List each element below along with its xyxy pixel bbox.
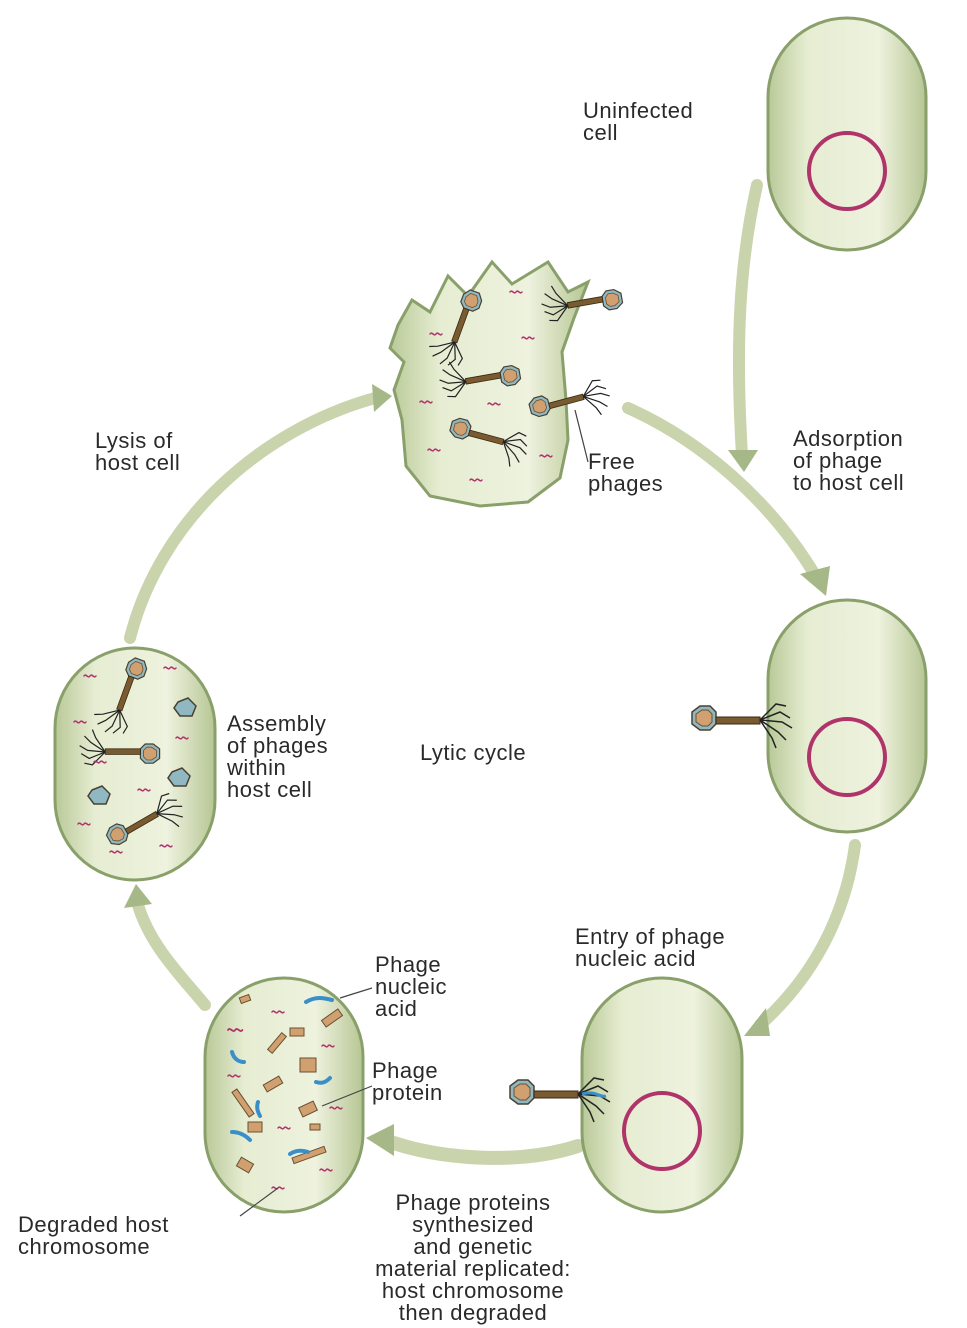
adsorption-cell bbox=[692, 600, 926, 832]
arrowhead-assembly-to-lysis bbox=[372, 384, 392, 412]
label-entry: Entry of phage nucleic acid bbox=[575, 926, 725, 970]
arrowhead-synthesis-to-assembly bbox=[124, 884, 152, 908]
label-phage-nucleic-acid: Phage nucleic acid bbox=[375, 954, 447, 1020]
uninfected-cell bbox=[768, 18, 926, 250]
label-synthesis: Phage proteins synthesized and genetic m… bbox=[318, 1192, 628, 1324]
arrow-uninfected-to-adsorption bbox=[739, 185, 757, 455]
arrowhead-free-to-attached bbox=[800, 566, 830, 596]
arrow-attached-to-entry bbox=[760, 845, 855, 1025]
arrow-entry-to-synthesis bbox=[385, 1140, 578, 1158]
entry-cell bbox=[510, 978, 742, 1212]
diagram-title: Lytic cycle bbox=[420, 742, 526, 764]
label-degraded-host: Degraded host chromosome bbox=[18, 1214, 169, 1258]
arrowhead-entry-to-synthesis bbox=[366, 1124, 394, 1156]
synthesis-cell bbox=[205, 978, 363, 1212]
label-adsorption: Adsorption of phage to host cell bbox=[793, 428, 904, 494]
label-lysis: Lysis of host cell bbox=[95, 430, 180, 474]
label-uninfected-cell: Uninfected cell bbox=[583, 100, 693, 144]
leader-free-phages bbox=[575, 410, 588, 462]
assembly-cell bbox=[55, 648, 215, 880]
label-free-phages: Free phages bbox=[588, 451, 663, 495]
label-assembly: Assembly of phages within host cell bbox=[227, 713, 328, 801]
leader-phage-nucleic-acid bbox=[340, 988, 372, 998]
arrowhead-attached-to-entry bbox=[744, 1008, 770, 1036]
label-phage-protein: Phage protein bbox=[372, 1060, 443, 1104]
arrow-synthesis-to-assembly bbox=[138, 905, 205, 1005]
